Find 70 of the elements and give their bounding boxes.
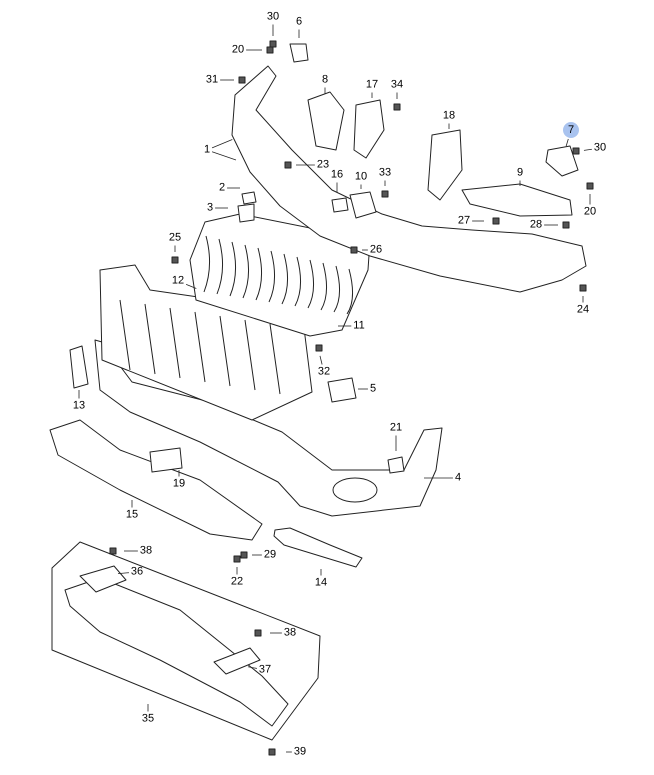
callout-number: 4 (454, 472, 462, 484)
callout-number: 38 (282, 626, 298, 640)
callout-number: 2 (218, 182, 226, 194)
callout-number: 18 (442, 110, 456, 122)
leader-line (384, 180, 386, 186)
callout-number: 13 (72, 400, 86, 412)
leader-line (360, 184, 362, 190)
callout-number: 20 (582, 206, 598, 218)
leader-line (296, 164, 316, 166)
callout-number: 14 (314, 576, 328, 590)
callout-number: 26 (368, 244, 384, 256)
leader-line (544, 224, 558, 226)
leader-line (174, 245, 176, 252)
callout-number: 37 (258, 664, 272, 676)
callout-number: 34 (390, 78, 404, 92)
callout-number: 24 (576, 304, 590, 316)
callout-number: 30 (592, 142, 608, 154)
leader-line (186, 284, 197, 289)
callout-number: 23 (316, 158, 330, 172)
callout-number: 12 (170, 274, 186, 288)
callout-number: 7 (563, 122, 579, 138)
callout-number: 20 (230, 44, 246, 56)
callout-number: 15 (124, 508, 140, 522)
callout-number: 1 (202, 144, 212, 156)
leader-line (248, 666, 258, 669)
leader-line (358, 388, 368, 390)
callout-number: 27 (456, 214, 472, 228)
callout-number: 31 (204, 74, 220, 86)
leader-line (472, 220, 484, 222)
leader-line (320, 568, 322, 576)
callout-number: 32 (316, 366, 332, 378)
leader-line (252, 554, 262, 556)
leader-line (448, 123, 450, 130)
callout-number: 16 (330, 168, 344, 182)
leader-line (270, 632, 282, 634)
callout-number: 6 (294, 16, 304, 28)
leader-line (78, 390, 80, 399)
leader-line (582, 296, 584, 303)
callout-number: 10 (354, 170, 368, 184)
callout-number: 3 (206, 202, 214, 214)
callout-number: 9 (516, 166, 524, 180)
leader-line (236, 566, 238, 575)
callout-number: 19 (172, 478, 186, 490)
leader-line (336, 182, 338, 192)
leader-line (212, 139, 236, 160)
leader-line (118, 572, 130, 574)
callout-number: 22 (230, 576, 244, 588)
callout-number: 36 (130, 566, 144, 578)
leader-line (124, 550, 138, 552)
leader-line (320, 355, 323, 365)
callout-number: 5 (368, 382, 378, 396)
callout-number: 38 (138, 544, 154, 558)
callout-number: 21 (388, 422, 404, 434)
leader-line (566, 138, 569, 147)
callout-number: 25 (168, 232, 182, 244)
leader-line (272, 24, 274, 36)
leader-line (396, 92, 398, 100)
callout-number: 33 (378, 166, 392, 180)
callout-number: 28 (528, 218, 544, 232)
callout-number: 39 (292, 746, 308, 758)
leader-line (298, 29, 300, 38)
callout-number: 8 (320, 74, 330, 86)
leader-line (324, 87, 326, 94)
callout-number: 35 (140, 712, 156, 726)
callout-number: 17 (364, 78, 380, 92)
callout-number: 29 (262, 548, 278, 562)
leader-line (178, 470, 180, 477)
callout-number: 11 (352, 320, 366, 332)
callout-number: 30 (266, 10, 280, 24)
leader-line (584, 148, 592, 151)
